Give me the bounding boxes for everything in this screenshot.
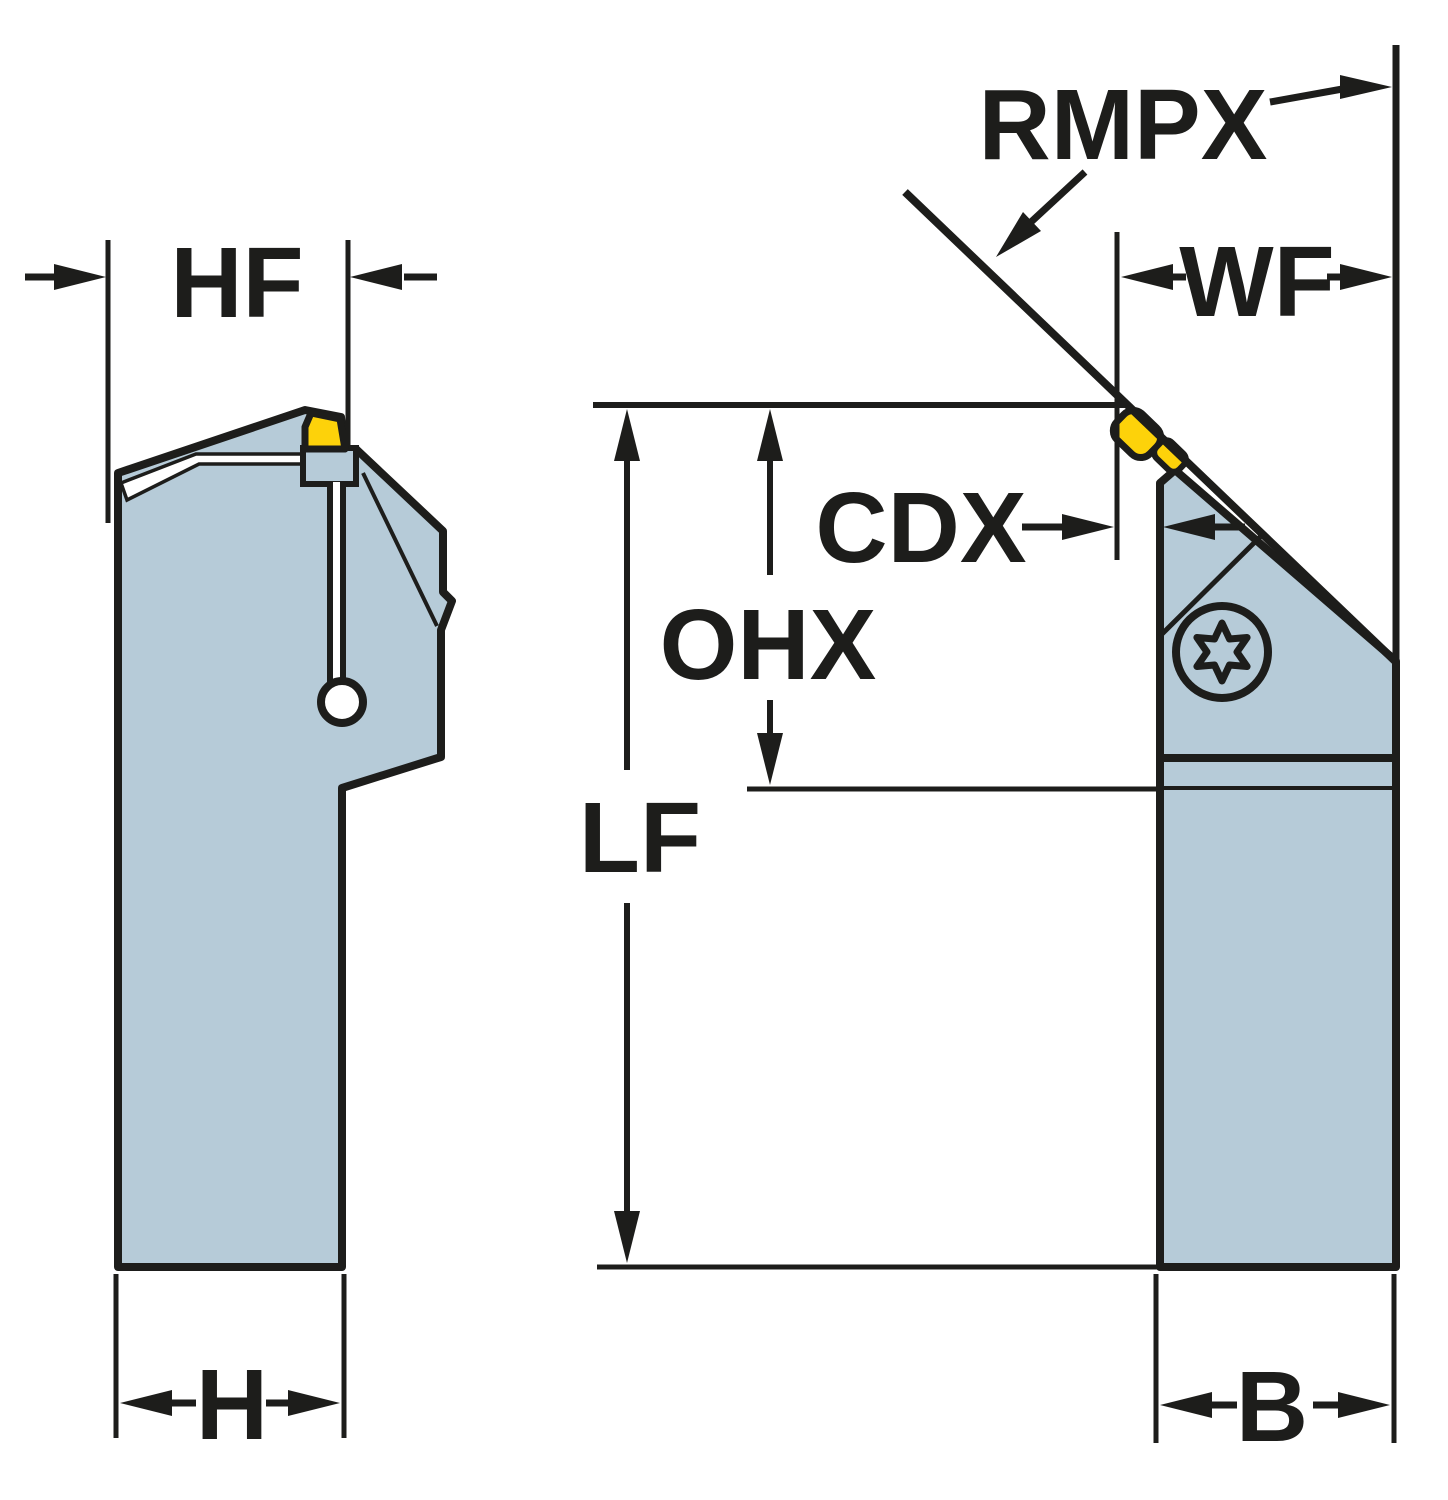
- lf-label: LF: [579, 782, 701, 894]
- side-view-body: [114, 406, 456, 1271]
- hf-label: HF: [170, 227, 303, 339]
- side-view: [114, 406, 456, 1271]
- h-label: H: [196, 1349, 268, 1461]
- lf-arrow-down-icon: [614, 1211, 640, 1263]
- dim-b: B: [1153, 1274, 1397, 1463]
- insert-slot: [333, 482, 341, 684]
- b-arrow-right-icon: [1338, 1392, 1390, 1418]
- spring-hole: [317, 677, 367, 727]
- clamp-seam-line: [1158, 535, 1262, 638]
- dim-rmpx: RMPX: [979, 69, 1392, 257]
- insert-seat: [300, 445, 359, 487]
- ohx-arrow-down-icon: [757, 733, 783, 785]
- ramp-angle-line: [902, 189, 1399, 665]
- rmpx-leader-right-arrow-icon: [1340, 75, 1392, 99]
- wf-arrow-right-icon: [1340, 264, 1392, 290]
- ohx-label: OHX: [660, 589, 877, 701]
- dim-hf: HF: [25, 227, 437, 523]
- h-arrow-left-icon: [120, 1390, 172, 1416]
- torx-screw: [1172, 602, 1272, 702]
- hf-arrow-right-icon: [350, 264, 402, 290]
- dim-wf: WF: [1121, 226, 1392, 338]
- lf-arrow-up-icon: [614, 409, 640, 461]
- h-arrow-right-icon: [288, 1390, 340, 1416]
- dim-ohx: OHX: [660, 409, 877, 785]
- b-label: B: [1236, 1351, 1308, 1463]
- dim-lf: LF: [579, 409, 701, 1263]
- rmpx-leader-left-arrow-icon: [996, 212, 1041, 257]
- front-view: [902, 45, 1400, 1271]
- ohx-arrow-up-icon: [757, 409, 783, 461]
- rmpx-leader-right-tail: [1269, 84, 1349, 106]
- dim-h: H: [113, 1274, 347, 1461]
- cdx-label: CDX: [815, 472, 1026, 584]
- side-view-insert: [301, 409, 349, 453]
- torx-star-icon: [1193, 619, 1251, 685]
- reference-lines: [593, 402, 1160, 1270]
- cdx-arrow-inner-icon: [1163, 514, 1215, 540]
- hf-arrow-left-icon: [54, 264, 106, 290]
- wf-label: WF: [1179, 226, 1334, 338]
- front-view-body: [1156, 466, 1400, 1271]
- wf-arrow-left-icon: [1121, 264, 1173, 290]
- side-head-inner-seam: [361, 472, 439, 627]
- dim-cdx: CDX: [815, 472, 1245, 584]
- cdx-arrow-right-icon: [1062, 514, 1114, 540]
- rmpx-label: RMPX: [979, 69, 1268, 181]
- b-arrow-left-icon: [1160, 1392, 1212, 1418]
